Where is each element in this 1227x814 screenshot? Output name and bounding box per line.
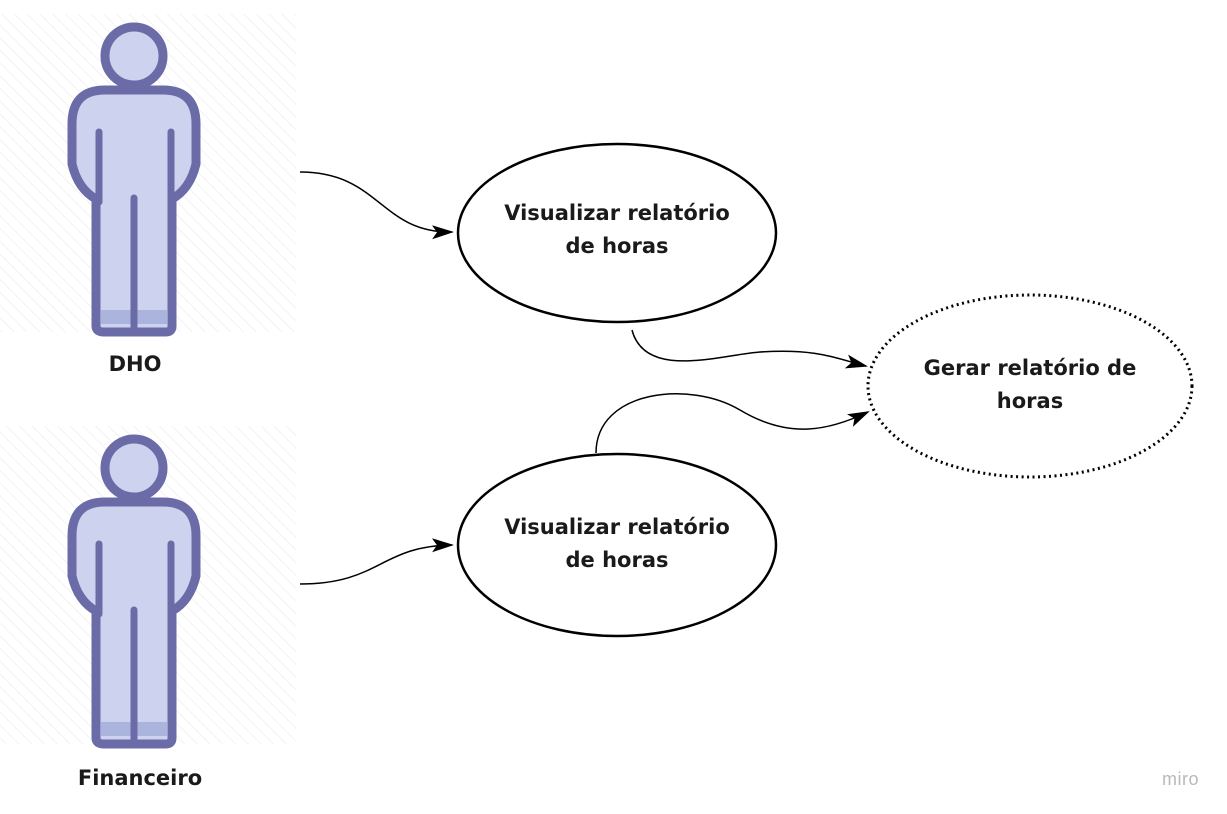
connector-dho-to-visualizar[interactable] (299, 171, 454, 240)
usecase-gerar-line1: Gerar relatório de (923, 356, 1137, 380)
person-icon (67, 22, 201, 337)
usecase-visualizar-1-text: Visualizar relatório de horas (458, 195, 776, 265)
actor-label-financeiro: Financeiro (77, 766, 203, 790)
connector-visualizar1-to-gerar[interactable] (631, 329, 868, 369)
usecase-gerar-line2: horas (996, 389, 1064, 413)
connector-financeiro-to-visualizar[interactable] (299, 538, 454, 585)
person-icon (67, 434, 201, 749)
usecase-visualizar-2-text: Visualizar relatório de horas (458, 509, 776, 579)
miro-watermark: miro (1162, 769, 1199, 789)
actor-label-dho: DHO (108, 352, 162, 376)
usecase-visualizar-1[interactable] (456, 142, 778, 324)
usecase-gerar[interactable] (866, 293, 1194, 479)
actor-financeiro[interactable] (0, 426, 296, 749)
usecase-gerar-text: Gerar relatório de horas (870, 350, 1190, 420)
connector-visualizar2-to-gerar[interactable] (595, 393, 870, 454)
actor-dho[interactable] (0, 14, 296, 337)
usecase-visualizar-1-line1: Visualizar relatório (504, 201, 730, 225)
usecase-visualizar-2-line2: de horas (565, 548, 669, 572)
usecase-visualizar-1-line2: de horas (565, 234, 669, 258)
usecase-visualizar-2-line1: Visualizar relatório (504, 515, 730, 539)
usecase-visualizar-2[interactable] (456, 452, 778, 638)
